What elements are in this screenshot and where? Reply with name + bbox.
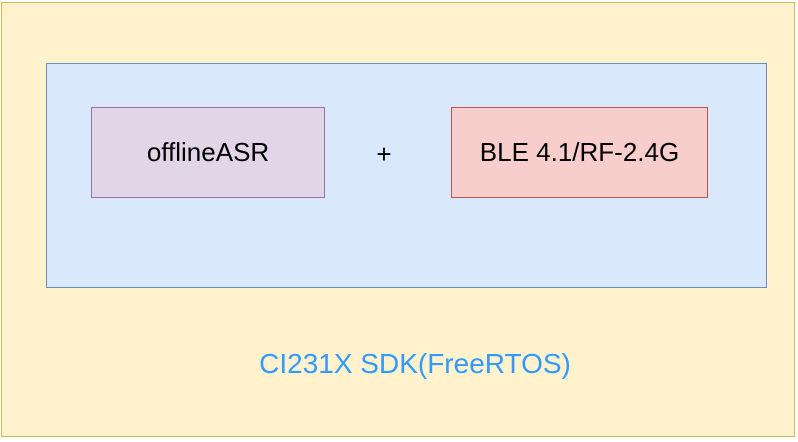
sdk-label: CI231X SDK(FreeRTOS) — [259, 348, 571, 379]
offline-asr-box: offlineASR — [91, 107, 325, 198]
plus-operator: + — [376, 138, 392, 169]
ble-rf-box: BLE 4.1/RF-2.4G — [451, 107, 708, 198]
offline-asr-label: offlineASR — [146, 137, 270, 167]
ble-rf-label: BLE 4.1/RF-2.4G — [479, 137, 680, 167]
